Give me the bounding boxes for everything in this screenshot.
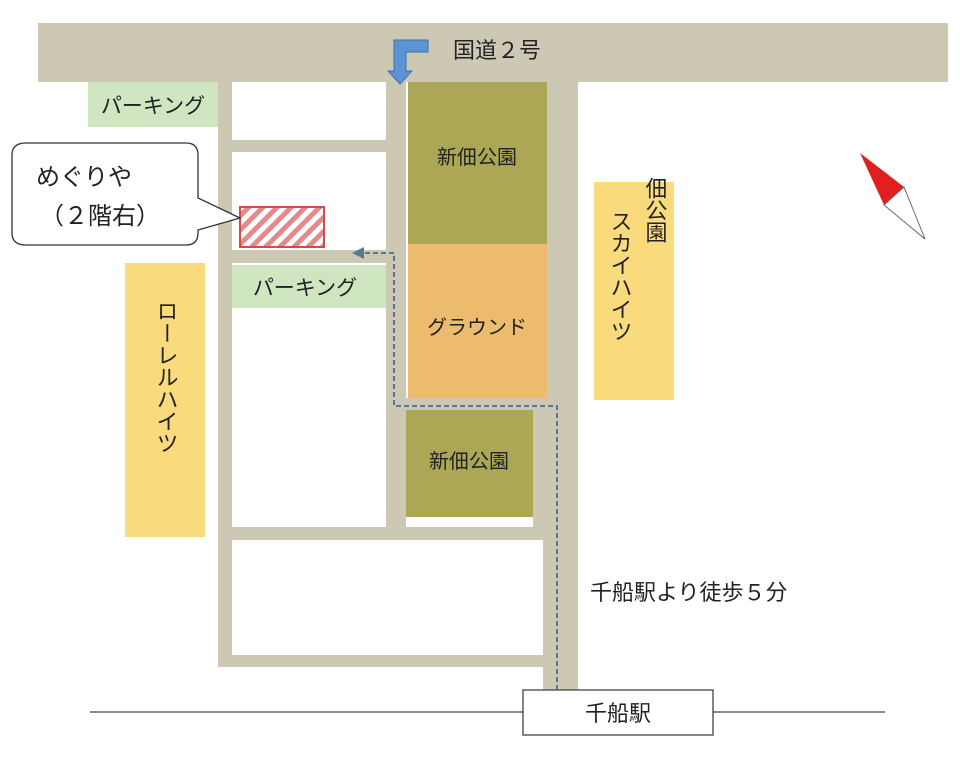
station-label: 千船駅: [585, 702, 651, 727]
highway-label: 国道２号: [453, 39, 541, 64]
walking-route: [362, 252, 558, 690]
station-box: [522, 689, 714, 736]
callout-line1: めぐりや: [36, 163, 132, 191]
laurel-heights-building: [125, 263, 205, 537]
north-compass-icon: [860, 153, 926, 240]
road-h3: [218, 527, 578, 540]
road-park-side: [533, 398, 548, 528]
road-h4: [218, 655, 548, 667]
skyheights-label-2: スカイハイツ: [607, 210, 632, 342]
parking-top-label: パーキング: [101, 94, 205, 118]
parking-middle: [232, 265, 386, 308]
callout-bubble: [11, 142, 242, 246]
park-bottom-label: 新佃公園: [429, 449, 509, 473]
ground: [408, 244, 547, 398]
road-h2: [232, 250, 386, 263]
road-h1: [232, 140, 386, 152]
road-left-vertical: [218, 82, 232, 667]
road-middle-vertical: [386, 82, 406, 540]
meguriya-building[interactable]: [239, 206, 325, 248]
park-top-label: 新佃公園: [437, 145, 517, 169]
walk-note: 千船駅より徒歩５分: [590, 581, 788, 606]
roads: [38, 23, 948, 690]
turn-down-arrow-icon: [386, 39, 429, 85]
park-top: [408, 82, 547, 244]
parking-top: [88, 82, 218, 127]
road-park-gap: [406, 398, 548, 410]
park-bottom: [406, 410, 533, 517]
skyheights-building: [594, 182, 674, 400]
highway-road: [38, 23, 948, 82]
road-right-vertical: [543, 82, 578, 690]
route-arrowhead-icon: [352, 247, 364, 259]
callout-line2: （２階右）: [40, 202, 160, 230]
skyheights-label-1: 佃公園: [642, 177, 668, 243]
ground-label: グラウンド: [427, 315, 527, 339]
laurel-heights-label: ローレルハイツ: [153, 300, 178, 454]
parking-middle-label: パーキング: [253, 276, 357, 300]
